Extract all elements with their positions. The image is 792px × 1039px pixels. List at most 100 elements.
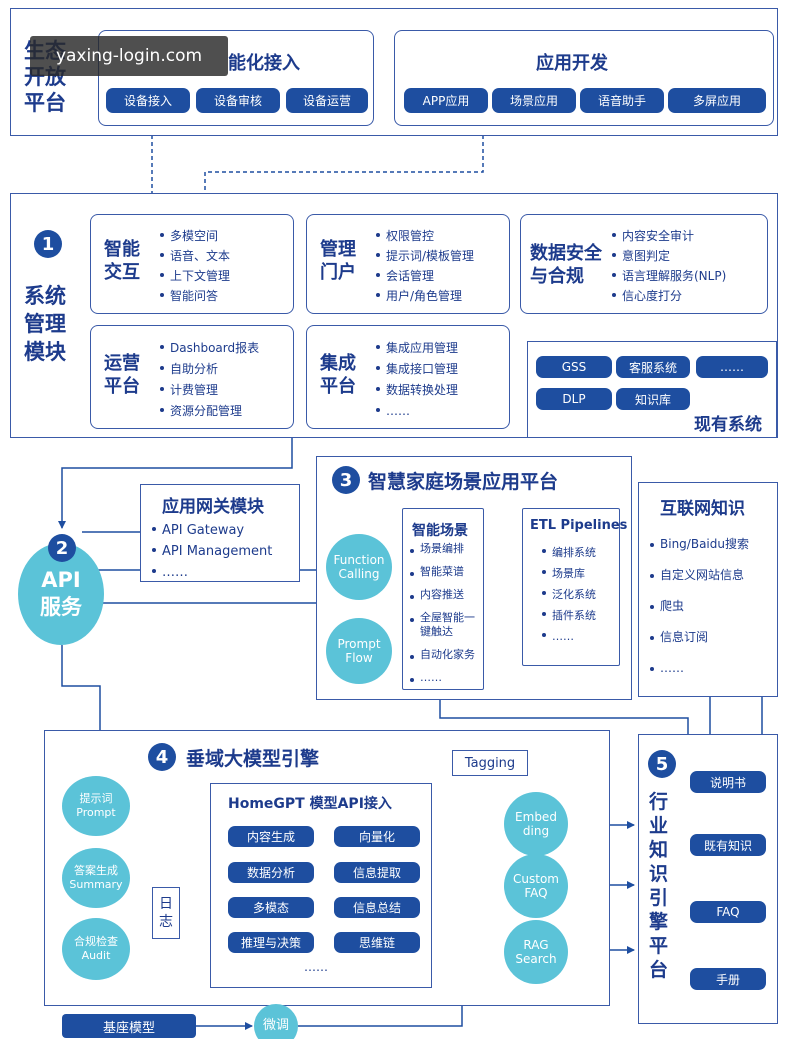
info-summary-button[interactable]: 信息总结: [334, 897, 420, 918]
list-item: 权限管控: [374, 226, 474, 246]
list-item: 会话管理: [374, 266, 474, 286]
finetune-circle[interactable]: 微调: [254, 1004, 298, 1039]
list-item: 信息订阅: [648, 629, 749, 645]
list-item: ……: [150, 562, 272, 583]
portal-title: 管理 门户: [320, 239, 356, 283]
list-item: 上下文管理: [158, 266, 230, 286]
internet-title: 互联网知识: [660, 499, 745, 519]
gateway-panel: [140, 484, 300, 582]
content-generation-button[interactable]: 内容生成: [228, 826, 314, 847]
scene-app-button[interactable]: 场景应用: [492, 88, 576, 113]
industry-title: 行 业 知 识 引 擎 平 台: [649, 791, 669, 981]
list-item: 插件系统: [540, 605, 596, 626]
customer-service-button[interactable]: 客服系统: [616, 356, 690, 378]
handbook-button[interactable]: 手册: [690, 968, 766, 990]
prompt-flow-circle[interactable]: Prompt Flow: [326, 618, 392, 684]
operation-title: 运营 平台: [104, 353, 140, 397]
internet-list: Bing/Baidu搜索 自定义网站信息 爬虫 信息订阅 ……: [648, 536, 749, 676]
existing-systems-title: 现有系统: [694, 415, 762, 435]
security-list: 内容安全审计 意图判定 语言理解服务(NLP) 信心度打分: [610, 226, 726, 306]
engine-title: 垂域大模型引擎: [186, 748, 320, 770]
access-device-button[interactable]: 设备接入: [106, 88, 190, 113]
list-item: 计费管理: [158, 380, 259, 401]
prompt-circle[interactable]: 提示词 Prompt: [62, 776, 130, 836]
appdev-title: 应用开发: [536, 53, 608, 74]
list-item: 自动化家务: [408, 648, 475, 662]
gss-button[interactable]: GSS: [536, 356, 612, 378]
homegpt-more: ……: [304, 960, 328, 974]
gateway-list: API Gateway API Management ……: [150, 520, 272, 583]
base-model-button[interactable]: 基座模型: [62, 1014, 196, 1038]
etl-list: 编排系统 场景库 泛化系统 插件系统 ……: [540, 542, 596, 647]
info-extraction-button[interactable]: 信息提取: [334, 862, 420, 883]
rag-search-circle[interactable]: RAG Search: [504, 920, 568, 984]
security-card: [520, 214, 768, 314]
dashed-arrow-appdev: [201, 128, 484, 211]
embedding-circle[interactable]: Embed ding: [504, 792, 568, 856]
line-api-prompt: [100, 602, 327, 646]
internet-panel: [638, 482, 778, 697]
vectorize-button[interactable]: 向量化: [334, 826, 420, 847]
list-item: 内容安全审计: [610, 226, 726, 246]
function-calling-circle[interactable]: Function Calling: [326, 534, 392, 600]
knowledge-base-button[interactable]: 知识库: [616, 388, 690, 410]
list-item: Bing/Baidu搜索: [648, 536, 749, 552]
dlp-button[interactable]: DLP: [536, 388, 612, 410]
system-number: 1: [34, 230, 62, 258]
list-item: 场景编排: [408, 542, 475, 556]
etl-title: ETL Pipelines: [530, 518, 628, 533]
existing-knowledge-button[interactable]: 既有知识: [690, 834, 766, 856]
integration-card: [306, 325, 510, 429]
engine-number: 4: [148, 743, 176, 771]
interaction-title: 智能 交互: [104, 239, 140, 283]
watermark: yaxing-login.com: [30, 36, 228, 76]
audit-circle[interactable]: 合规检查 Audit: [62, 918, 130, 980]
list-item: ……: [648, 660, 749, 676]
list-item: API Gateway: [150, 520, 272, 541]
list-item: 意图判定: [610, 246, 726, 266]
voice-assistant-button[interactable]: 语音助手: [580, 88, 664, 113]
summary-circle[interactable]: 答案生成 Summary: [62, 848, 130, 908]
etl-card: [522, 508, 620, 666]
list-item: 泛化系统: [540, 584, 596, 605]
log-box: 日 志: [152, 887, 180, 939]
integration-list: 集成应用管理 集成接口管理 数据转换处理 ……: [374, 338, 458, 422]
list-item: 多模空间: [158, 226, 230, 246]
device-review-button[interactable]: 设备审核: [196, 88, 280, 113]
reasoning-button[interactable]: 推理与决策: [228, 932, 314, 953]
smart-scenes-title: 智能场景: [412, 523, 468, 539]
list-item: 语音、文本: [158, 246, 230, 266]
chain-of-thought-button[interactable]: 思维链: [334, 932, 420, 953]
homegpt-panel: [210, 783, 432, 988]
faq-button[interactable]: FAQ: [690, 901, 766, 923]
list-item: 用户/角色管理: [374, 286, 474, 306]
custom-faq-circle[interactable]: Custom FAQ: [504, 854, 568, 918]
interaction-card: [90, 214, 294, 314]
list-item: 信心度打分: [610, 286, 726, 306]
security-title: 数据安全 与合规: [530, 243, 602, 287]
arrow-system-api: [58, 438, 293, 529]
interaction-list: 多模空间 语音、文本 上下文管理 智能问答: [158, 226, 230, 306]
api-number: 2: [48, 534, 76, 562]
integration-title: 集成 平台: [320, 353, 356, 397]
data-analysis-button[interactable]: 数据分析: [228, 862, 314, 883]
list-item: 场景库: [540, 563, 596, 584]
list-item: 编排系统: [540, 542, 596, 563]
portal-card: [306, 214, 510, 314]
smarthome-title: 智慧家庭场景应用平台: [368, 471, 559, 493]
smarthome-number: 3: [332, 466, 360, 494]
multimodal-button[interactable]: 多模态: [228, 897, 314, 918]
manual-button[interactable]: 说明书: [690, 771, 766, 793]
smart-scenes-card: [402, 508, 484, 690]
list-item: 集成接口管理: [374, 359, 458, 380]
more-systems-button[interactable]: ……: [696, 356, 768, 378]
multiscreen-button[interactable]: 多屏应用: [668, 88, 766, 113]
list-item: 数据转换处理: [374, 380, 458, 401]
list-item: API Management: [150, 541, 272, 562]
app-button[interactable]: APP应用: [404, 88, 488, 113]
list-item: 集成应用管理: [374, 338, 458, 359]
industry-number: 5: [648, 750, 676, 778]
device-operation-button[interactable]: 设备运营: [286, 88, 368, 113]
list-item: ……: [408, 671, 475, 685]
portal-list: 权限管控 提示词/模板管理 会话管理 用户/角色管理: [374, 226, 474, 306]
